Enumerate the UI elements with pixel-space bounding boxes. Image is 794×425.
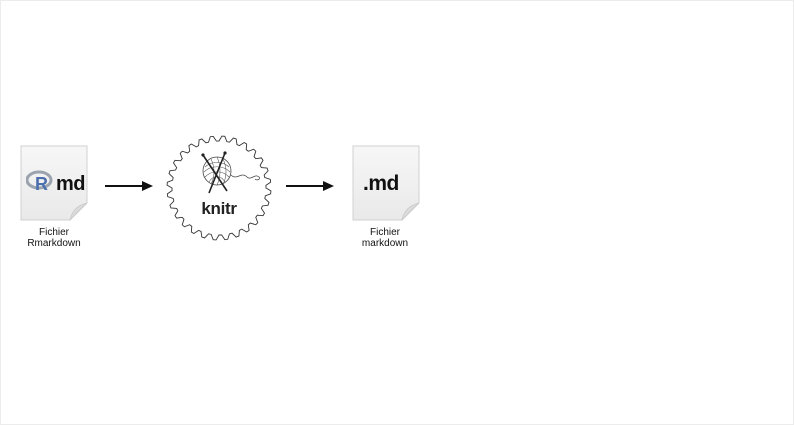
knitr-label: knitr <box>201 199 237 218</box>
markdown-file-icon <box>352 145 420 221</box>
yarn-ball-icon <box>201 151 260 194</box>
svg-text:R: R <box>35 174 48 194</box>
rmarkdown-file-label: md <box>56 173 86 195</box>
r-logo-icon: R <box>26 170 53 194</box>
source-caption-line1: Fichier <box>38 227 69 238</box>
arrow-right-icon <box>286 181 334 191</box>
source-caption: Fichier Rmarkdown <box>4 227 104 249</box>
rmarkdown-file-icon <box>20 145 88 221</box>
markdown-file-label: .md <box>363 172 399 195</box>
arrow-right-icon <box>105 181 153 191</box>
output-caption-line1: Fichier <box>369 227 400 238</box>
source-caption-line2: Rmarkdown <box>27 238 81 249</box>
output-caption-line2: markdown <box>361 238 409 249</box>
knitr-gear-yarn-icon <box>166 135 272 241</box>
output-caption: Fichier markdown <box>335 227 435 249</box>
